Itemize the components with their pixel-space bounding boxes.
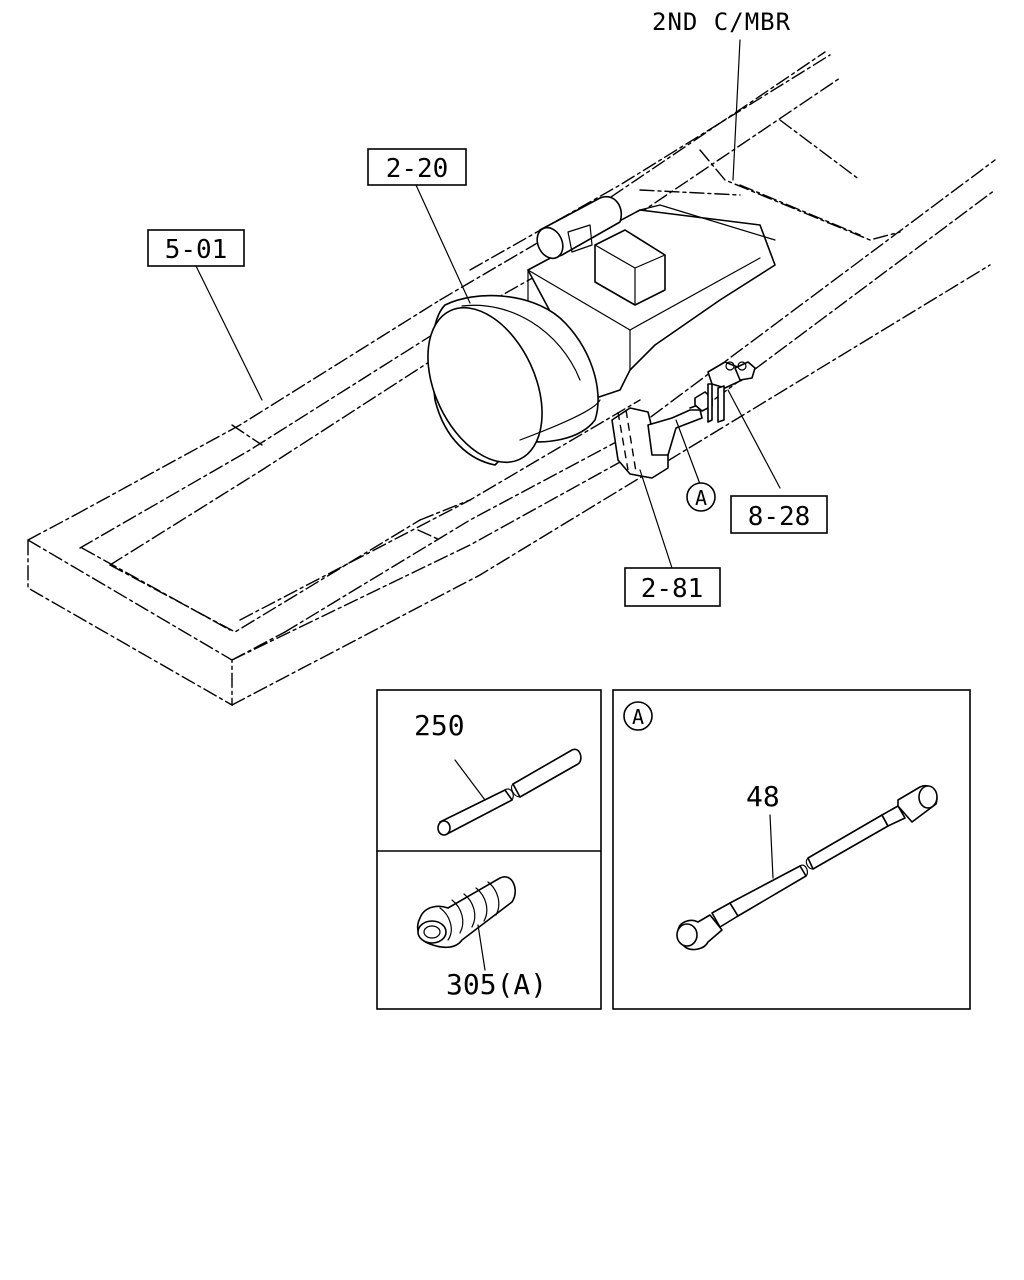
chassis-frame [27, 51, 996, 707]
part-48-hose [676, 785, 938, 951]
detail-panel-a: A 48 [612, 689, 971, 1010]
ref-5-01-text: 5-01 [165, 235, 228, 265]
callout-a-text: A [695, 486, 707, 510]
pipe-bracket [707, 361, 756, 423]
ref-5-01-tag[interactable]: 5-01 [147, 229, 245, 267]
part-250-tube [437, 748, 582, 836]
part-48-text: 48 [746, 780, 780, 813]
cross-member-text: 2ND C/MBR [652, 8, 791, 36]
ref-8-28-tag[interactable]: 8-28 [730, 495, 828, 534]
part-250-text: 250 [414, 709, 465, 742]
detail-a-text: A [632, 705, 644, 729]
part-305-text: 305(A) [446, 968, 547, 1001]
ref-2-81-tag[interactable]: 2-81 [624, 567, 721, 607]
callout-a-marker[interactable]: A [686, 482, 716, 512]
transmission-assembly [427, 195, 776, 466]
ref-2-20-text: 2-20 [386, 154, 449, 184]
label-cross-member: 2ND C/MBR [652, 8, 791, 36]
leader-lines [195, 39, 781, 569]
ref-2-20-tag[interactable]: 2-20 [367, 148, 467, 186]
clutch-cylinder-bracket [611, 391, 713, 479]
ref-8-28-text: 8-28 [748, 502, 811, 532]
ref-2-81-text: 2-81 [641, 574, 704, 604]
detail-panel-left: 250 305(A) [376, 689, 602, 1010]
part-305-boot [416, 876, 516, 971]
